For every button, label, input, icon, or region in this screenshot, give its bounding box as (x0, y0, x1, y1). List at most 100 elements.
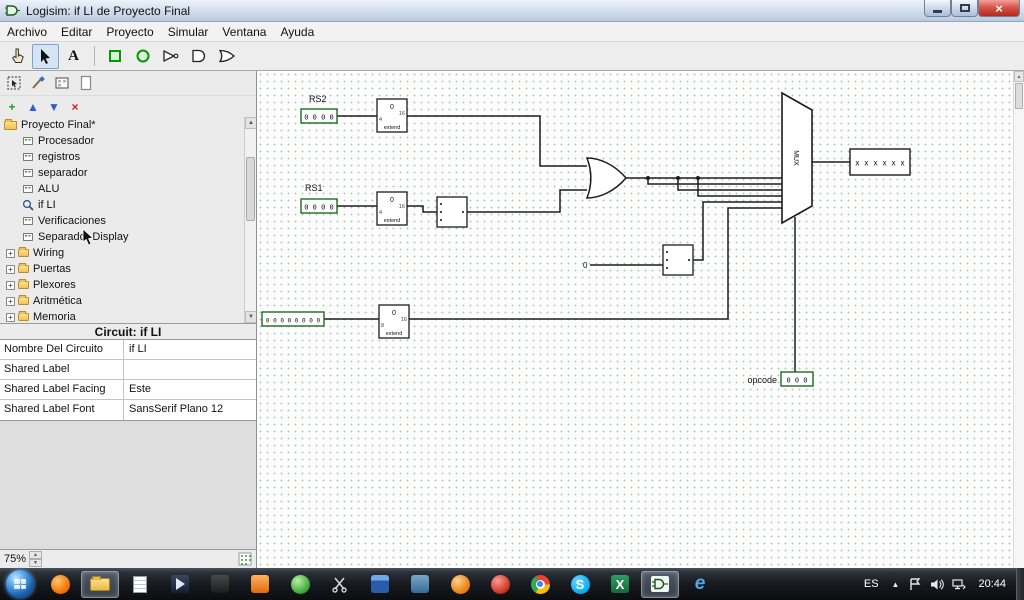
tree-item-separador-display[interactable]: Separador Display (0, 229, 256, 245)
scroll-up-icon[interactable]: ▲ (245, 117, 256, 129)
taskbar-bluedoc-button[interactable] (401, 571, 439, 598)
taskbar-ie-button[interactable]: e (681, 571, 719, 598)
tree-item-wiring[interactable]: + Wiring (0, 245, 256, 261)
expand-icon[interactable]: + (6, 312, 15, 322)
menu-editar[interactable]: Editar (61, 24, 93, 39)
not-gate-button[interactable] (157, 44, 184, 69)
taskbar-chrome-button[interactable] (521, 571, 559, 598)
tree-item-puertas[interactable]: + Puertas (0, 261, 256, 277)
view-toolbox-button[interactable] (3, 73, 25, 94)
taskbar-logisim-button[interactable] (641, 570, 679, 598)
tree-item-aritmetica[interactable]: + Aritmética (0, 293, 256, 309)
remove-circuit-button[interactable]: × (71, 99, 79, 114)
blank-page-button[interactable] (75, 73, 97, 94)
tree-item-separador[interactable]: separador (0, 165, 256, 181)
taskbar-media-button[interactable] (161, 571, 199, 598)
zoom-out-icon[interactable]: ▼ (29, 559, 43, 567)
scrollbar-thumb[interactable] (1015, 83, 1023, 109)
tree-item-plexores[interactable]: + Plexores (0, 277, 256, 293)
add-circuit-button[interactable]: + (8, 99, 16, 114)
edit-appearance-button[interactable] (27, 73, 49, 94)
text-tool-button[interactable]: A (60, 44, 87, 69)
constant-zero[interactable]: 0 (583, 261, 588, 270)
tray-expand-icon[interactable]: ▲ (891, 579, 900, 589)
circuit-canvas[interactable]: RS2 0 0 0 0 0 extend 4 16 RS1 0 0 0 0 (257, 71, 1024, 568)
bottom-input-pin[interactable]: 0 0 0 0 0 0 0 0 (261, 311, 325, 327)
taskbar-java-button[interactable] (481, 571, 519, 598)
close-button[interactable]: × (978, 0, 1020, 17)
output-display[interactable]: x x x x x x (849, 148, 911, 176)
edit-tool-button[interactable] (32, 43, 59, 69)
taskbar-calendar-button[interactable] (361, 571, 399, 598)
clock[interactable]: 20:44 (978, 578, 1006, 590)
or-gate[interactable] (585, 157, 627, 199)
view-simulation-button[interactable] (51, 73, 73, 94)
move-circuit-down-button[interactable]: ▼ (48, 99, 60, 114)
tree-item-memoria[interactable]: + Memoria (0, 309, 256, 323)
expand-icon[interactable]: + (6, 264, 15, 274)
canvas-vertical-scrollbar[interactable]: ▲ (1013, 71, 1024, 568)
poke-tool-button[interactable] (4, 44, 31, 69)
component-box-1[interactable] (436, 196, 468, 228)
scroll-down-icon[interactable]: ▼ (245, 311, 256, 323)
taskbar-excel-button[interactable]: X (601, 571, 639, 598)
bit-extender-3[interactable]: 0 extend 8 16 (378, 304, 410, 339)
network-icon[interactable] (952, 578, 967, 591)
tree-item-if-li[interactable]: if LI (0, 197, 256, 213)
opcode-input-pin[interactable]: opcode 0 0 0 (747, 371, 814, 387)
scroll-up-icon[interactable]: ▲ (1014, 71, 1024, 82)
taskbar-skype-button[interactable]: S (561, 571, 599, 598)
and-gate-button[interactable] (185, 44, 212, 69)
attr-row-facing[interactable]: Shared Label Facing Este (0, 380, 256, 400)
action-center-icon[interactable] (909, 577, 922, 591)
attr-value[interactable]: if LI (129, 343, 147, 355)
attr-value[interactable] (124, 360, 256, 379)
tree-scrollbar[interactable]: ▲ ▼ (244, 117, 256, 323)
taskbar-firefox2-button[interactable] (441, 571, 479, 598)
title-bar[interactable]: Logisim: if LI de Proyecto Final × (0, 0, 1024, 22)
attr-value[interactable]: Este (129, 383, 152, 395)
menu-proyecto[interactable]: Proyecto (106, 24, 154, 39)
language-indicator[interactable]: ES (863, 578, 879, 590)
bit-extender-2[interactable]: 0 extend 4 16 (376, 191, 408, 226)
maximize-button[interactable] (951, 0, 978, 17)
taskbar-snipping-button[interactable] (321, 571, 359, 598)
start-button[interactable] (6, 570, 34, 598)
attr-value[interactable]: SansSerif Plano 12 (129, 403, 224, 415)
taskbar-explorer-button[interactable] (81, 570, 119, 598)
tree-item-procesador[interactable]: Procesador (0, 133, 256, 149)
attr-row-nombre[interactable]: Nombre Del Circuito if LI (0, 340, 256, 360)
bit-extender-1[interactable]: 0 extend 4 16 (376, 98, 408, 133)
menu-simular[interactable]: Simular (167, 24, 209, 39)
tree-item-verificaciones[interactable]: Verificaciones (0, 213, 256, 229)
show-desktop-button[interactable] (1016, 568, 1024, 600)
minimize-button[interactable] (924, 0, 951, 17)
scrollbar-thumb[interactable] (246, 157, 255, 221)
expand-icon[interactable]: + (6, 248, 15, 258)
menu-ayuda[interactable]: Ayuda (280, 24, 315, 39)
attr-row-shared-label[interactable]: Shared Label (0, 360, 256, 380)
multiplexer[interactable]: MUX (781, 91, 813, 225)
expand-icon[interactable]: + (6, 280, 15, 290)
tree-item-alu[interactable]: ALU (0, 181, 256, 197)
menu-ventana[interactable]: Ventana (222, 24, 267, 39)
move-circuit-up-button[interactable]: ▲ (27, 99, 39, 114)
output-pin-button[interactable] (129, 44, 156, 69)
taskbar-firefox-button[interactable] (41, 571, 79, 598)
taskbar-orange-app-button[interactable] (241, 571, 279, 598)
zoom-in-icon[interactable]: ▲ (29, 551, 43, 559)
grid-toggle-icon[interactable] (238, 552, 252, 566)
or-gate-button[interactable] (213, 44, 240, 69)
component-box-2[interactable] (662, 244, 694, 276)
taskbar-console-button[interactable] (201, 571, 239, 598)
attr-row-font[interactable]: Shared Label Font SansSerif Plano 12 (0, 400, 256, 420)
zoom-spinner[interactable]: ▲ ▼ (29, 551, 43, 567)
tree-item-registros[interactable]: registros (0, 149, 256, 165)
volume-icon[interactable] (930, 578, 945, 591)
tree-item-root[interactable]: Proyecto Final* (0, 117, 256, 133)
input-pin-button[interactable] (101, 44, 128, 69)
rs1-input-pin[interactable]: RS1 0 0 0 0 (300, 183, 338, 214)
rs2-input-pin[interactable]: RS2 0 0 0 0 (300, 94, 338, 124)
expand-icon[interactable]: + (6, 296, 15, 306)
menu-archivo[interactable]: Archivo (7, 24, 48, 39)
